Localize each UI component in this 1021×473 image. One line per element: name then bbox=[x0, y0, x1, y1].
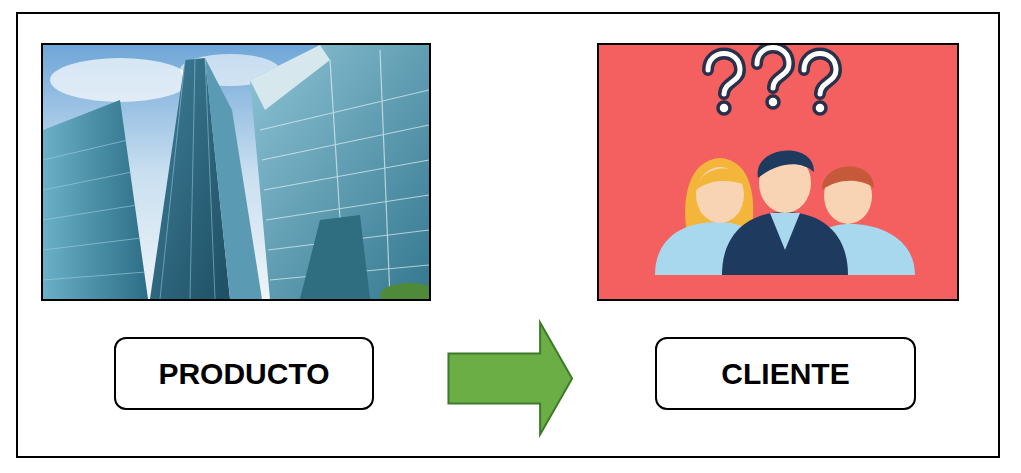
block-arrow bbox=[448, 323, 572, 435]
text-box: CLIENTE bbox=[655, 337, 916, 410]
text-box: PRODUCTO bbox=[114, 337, 374, 410]
box-label: CLIENTE bbox=[721, 357, 849, 390]
box-label: PRODUCTO bbox=[158, 357, 329, 390]
